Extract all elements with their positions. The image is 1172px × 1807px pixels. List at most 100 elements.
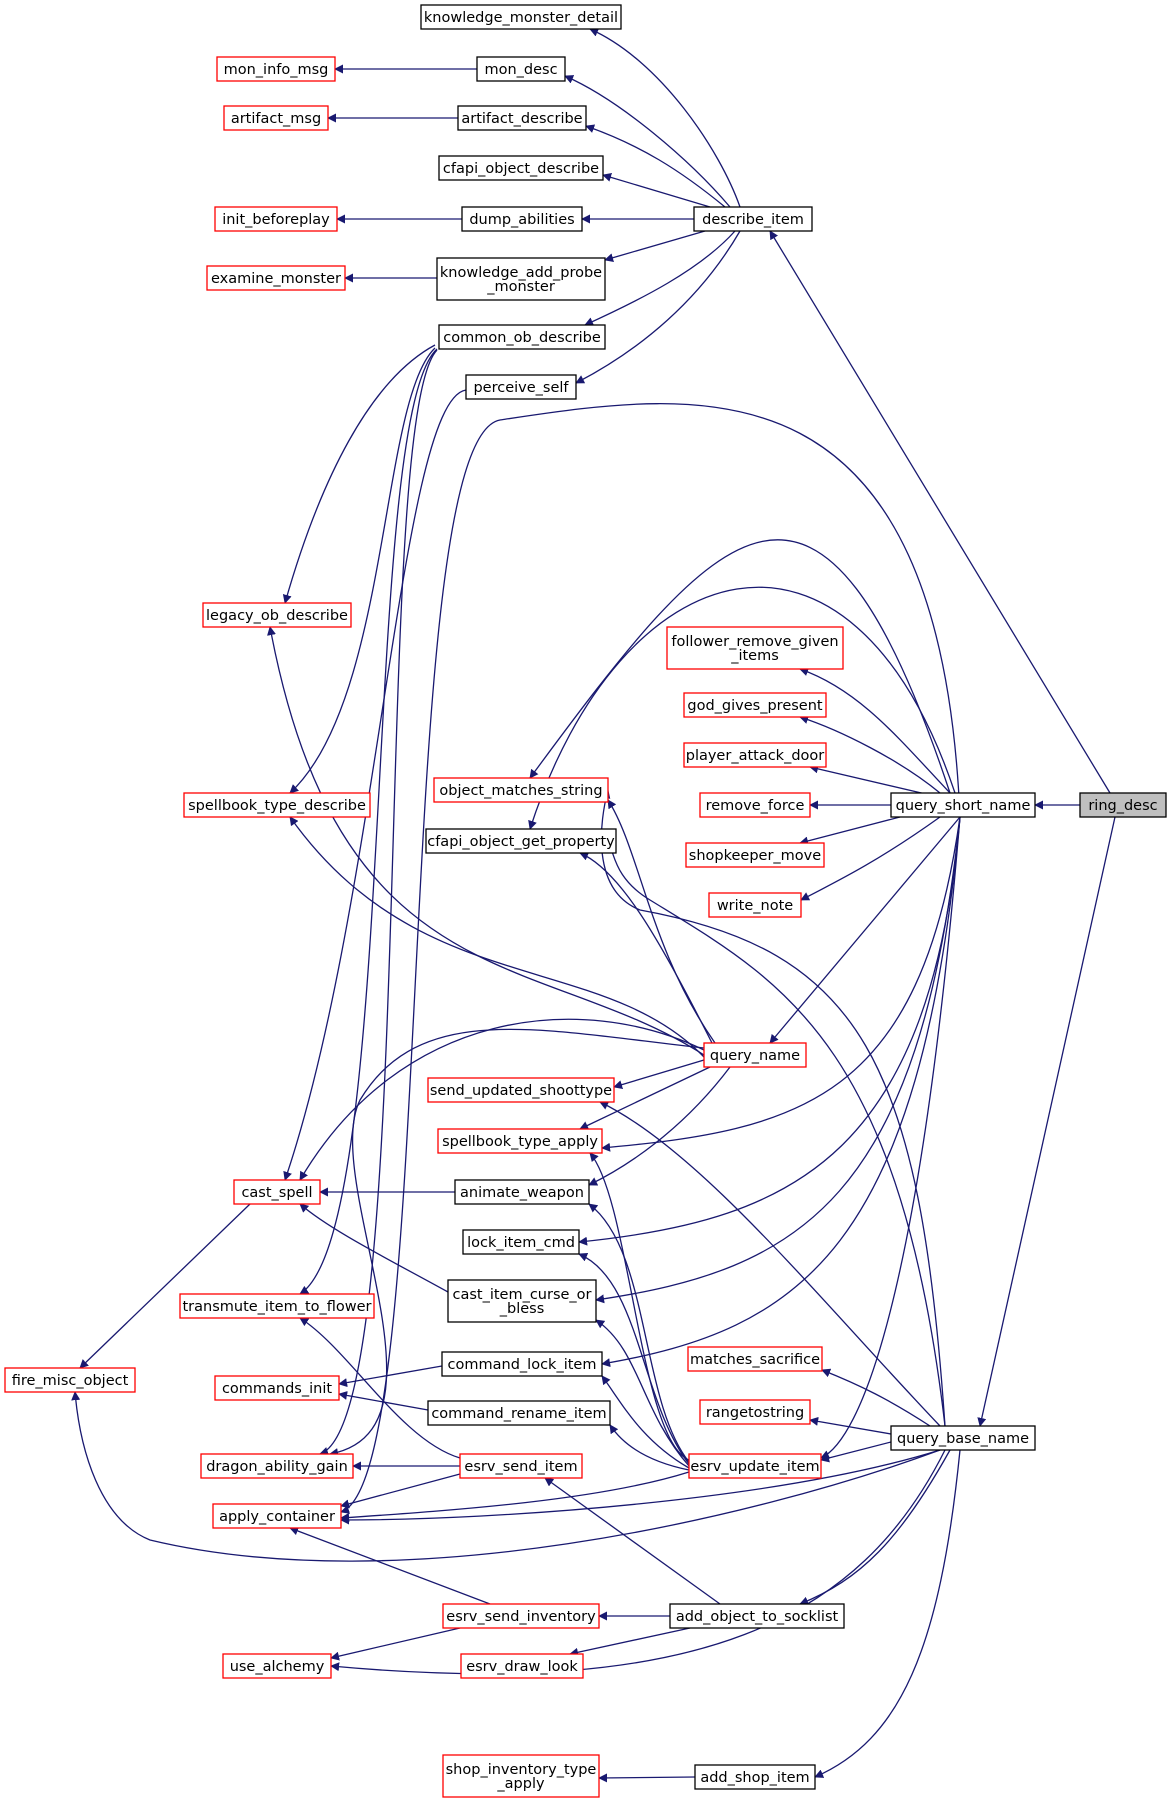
edge-describe_item-to-knowledge_add_probe_monster (604, 230, 706, 263)
node-follower-remove-given-items[interactable]: follower_remove_given_items (666, 626, 844, 670)
node-label: use_alchemy (230, 1659, 325, 1675)
node-dragon-ability-gain[interactable]: dragon_ability_gain (200, 1453, 354, 1479)
node-label: ring_desc (1088, 798, 1157, 814)
node-object-matches-string[interactable]: object_matches_string (433, 777, 609, 803)
node-box (202, 602, 352, 628)
edge-esrv_update_item-to-spellbook_type_apply (589, 1152, 690, 1461)
node-label: write_note (717, 898, 793, 914)
node-label: spellbook_type_apply (442, 1134, 598, 1150)
node-box (4, 1367, 136, 1393)
node-label: examine_monster (211, 271, 341, 287)
edge-query_base_name-to-send_updated_shoottype (599, 1101, 941, 1427)
node-common-ob-describe[interactable]: common_ob_describe (438, 324, 606, 350)
node-box (437, 1128, 603, 1154)
node-query-name[interactable]: query_name (703, 1042, 807, 1068)
node-spellbook-type-apply[interactable]: spellbook_type_apply (437, 1128, 603, 1154)
node-init-beforeplay[interactable]: init_beforeplay (214, 206, 338, 232)
node-mon-info-msg[interactable]: mon_info_msg (216, 56, 336, 82)
node-box (699, 1399, 811, 1425)
node-label: remove_force (706, 798, 805, 814)
node-label: init_beforeplay (222, 212, 330, 228)
node-box (687, 1346, 823, 1372)
node-command-rename-item[interactable]: command_rename_item (427, 1400, 611, 1426)
node-perceive-self[interactable]: perceive_self (465, 374, 577, 400)
node-artifact-msg[interactable]: artifact_msg (223, 105, 329, 131)
node-command-lock-item[interactable]: command_lock_item (441, 1351, 603, 1377)
edge-esrv_send_item-to-apply_container (340, 1473, 461, 1509)
edge-describe_item-to-common_ob_describe (584, 230, 736, 326)
edge-layer (71, 28, 1116, 1783)
node-query-short-name[interactable]: query_short_name (890, 792, 1036, 818)
node-examine-monster[interactable]: examine_monster (206, 265, 346, 291)
node-commands-init[interactable]: commands_init (214, 1375, 340, 1401)
node-label: _bless (499, 1301, 545, 1317)
node-box (460, 1653, 584, 1679)
node-cast-item-curse-or-bless[interactable]: cast_item_curse_or_bless (447, 1279, 597, 1323)
node-add-shop-item[interactable]: add_shop_item (694, 1764, 816, 1790)
node-fire-misc-object[interactable]: fire_misc_object (4, 1367, 136, 1393)
node-write-note[interactable]: write_note (708, 892, 802, 918)
edge-command_rename_item-to-commands_init (338, 1391, 429, 1411)
node-box (693, 206, 813, 232)
node-rangetostring[interactable]: rangetostring (699, 1399, 811, 1425)
node-god-gives-present[interactable]: god_gives_present (683, 692, 827, 718)
node-box (461, 206, 583, 232)
node-query-base-name[interactable]: query_base_name (890, 1425, 1036, 1451)
node-label: _items (730, 648, 779, 664)
node-esrv-send-item[interactable]: esrv_send_item (459, 1453, 583, 1479)
edge-query_base_name-to-add_object_to_socklist (799, 1449, 951, 1606)
node-player-attack-door[interactable]: player_attack_door (683, 742, 827, 768)
edge-ring_desc-to-describe_item (769, 230, 1111, 794)
node-shop-inventory-type-apply[interactable]: shop_inventory_type_apply (442, 1754, 600, 1798)
node-send-updated-shoottype[interactable]: send_updated_shoottype (427, 1077, 615, 1103)
node-label: perceive_self (473, 380, 569, 396)
edge-query_short_name-to-command_lock_item (601, 816, 961, 1368)
edge-query_short_name-to-apply_container (340, 403, 961, 1514)
node-box (666, 626, 844, 670)
node-label: follower_remove_given (671, 634, 838, 650)
node-cfapi-object-describe[interactable]: cfapi_object_describe (438, 155, 604, 181)
edge-esrv_send_inventory-to-apply_container (289, 1526, 491, 1605)
node-box (425, 828, 617, 854)
node-label: artifact_msg (231, 111, 321, 127)
edge-query_base_name-to-add_shop_item (814, 1449, 961, 1778)
node-add-object-to-socklist[interactable]: add_object_to_socklist (669, 1603, 845, 1629)
node-esrv-draw-look[interactable]: esrv_draw_look (460, 1653, 584, 1679)
node-knowledge-monster-detail[interactable]: knowledge_monster_detail (420, 4, 622, 30)
node-describe-item[interactable]: describe_item (693, 206, 813, 232)
edge-query_short_name-to-cfapi_object_get_property (528, 586, 956, 830)
node-box (465, 374, 577, 400)
node-cast-spell[interactable]: cast_spell (233, 1179, 321, 1205)
node-lock-item-cmd[interactable]: lock_item_cmd (462, 1229, 580, 1255)
node-spellbook-type-describe[interactable]: spellbook_type_describe (183, 792, 371, 818)
edge-query_short_name-to-god_gives_present (799, 715, 941, 794)
node-esrv-update-item[interactable]: esrv_update_item (688, 1453, 822, 1479)
node-esrv-send-inventory[interactable]: esrv_send_inventory (442, 1603, 600, 1629)
node-label: common_ob_describe (443, 330, 601, 346)
node-artifact-describe[interactable]: artifact_describe (457, 105, 587, 131)
node-box (206, 265, 346, 291)
node-label: command_lock_item (448, 1357, 597, 1373)
node-label: animate_weapon (460, 1185, 584, 1201)
edge-common_ob_describe-to-transmute_item_to_flower (299, 348, 438, 1295)
edge-query_base_name-to-cfapi_object_get_property (599, 843, 946, 1427)
node-ring-desc[interactable]: ring_desc (1079, 792, 1167, 818)
node-remove-force[interactable]: remove_force (699, 792, 811, 818)
edge-query_base_name-to-rangetostring (809, 1416, 892, 1435)
node-legacy-ob-describe[interactable]: legacy_ob_describe (202, 602, 352, 628)
node-label: dragon_ability_gain (206, 1459, 348, 1475)
node-mon-desc[interactable]: mon_desc (476, 56, 566, 82)
node-box (462, 1229, 580, 1255)
node-matches-sacrifice[interactable]: matches_sacrifice (687, 1346, 823, 1372)
node-dump-abilities[interactable]: dump_abilities (461, 206, 583, 232)
node-knowledge-add-probe-monster[interactable]: knowledge_add_probe_monster (436, 257, 606, 301)
node-transmute-item-to-flower[interactable]: transmute_item_to_flower (179, 1293, 375, 1319)
node-cfapi-object-get-property[interactable]: cfapi_object_get_property (425, 828, 617, 854)
edge-query_name-to-cast_spell (299, 1018, 705, 1181)
node-use-alchemy[interactable]: use_alchemy (222, 1653, 332, 1679)
node-label: shopkeeper_move (689, 848, 821, 864)
node-apply-container[interactable]: apply_container (212, 1503, 342, 1529)
node-label: god_gives_present (687, 698, 823, 714)
node-animate-weapon[interactable]: animate_weapon (454, 1179, 590, 1205)
node-shopkeeper-move[interactable]: shopkeeper_move (685, 842, 825, 868)
